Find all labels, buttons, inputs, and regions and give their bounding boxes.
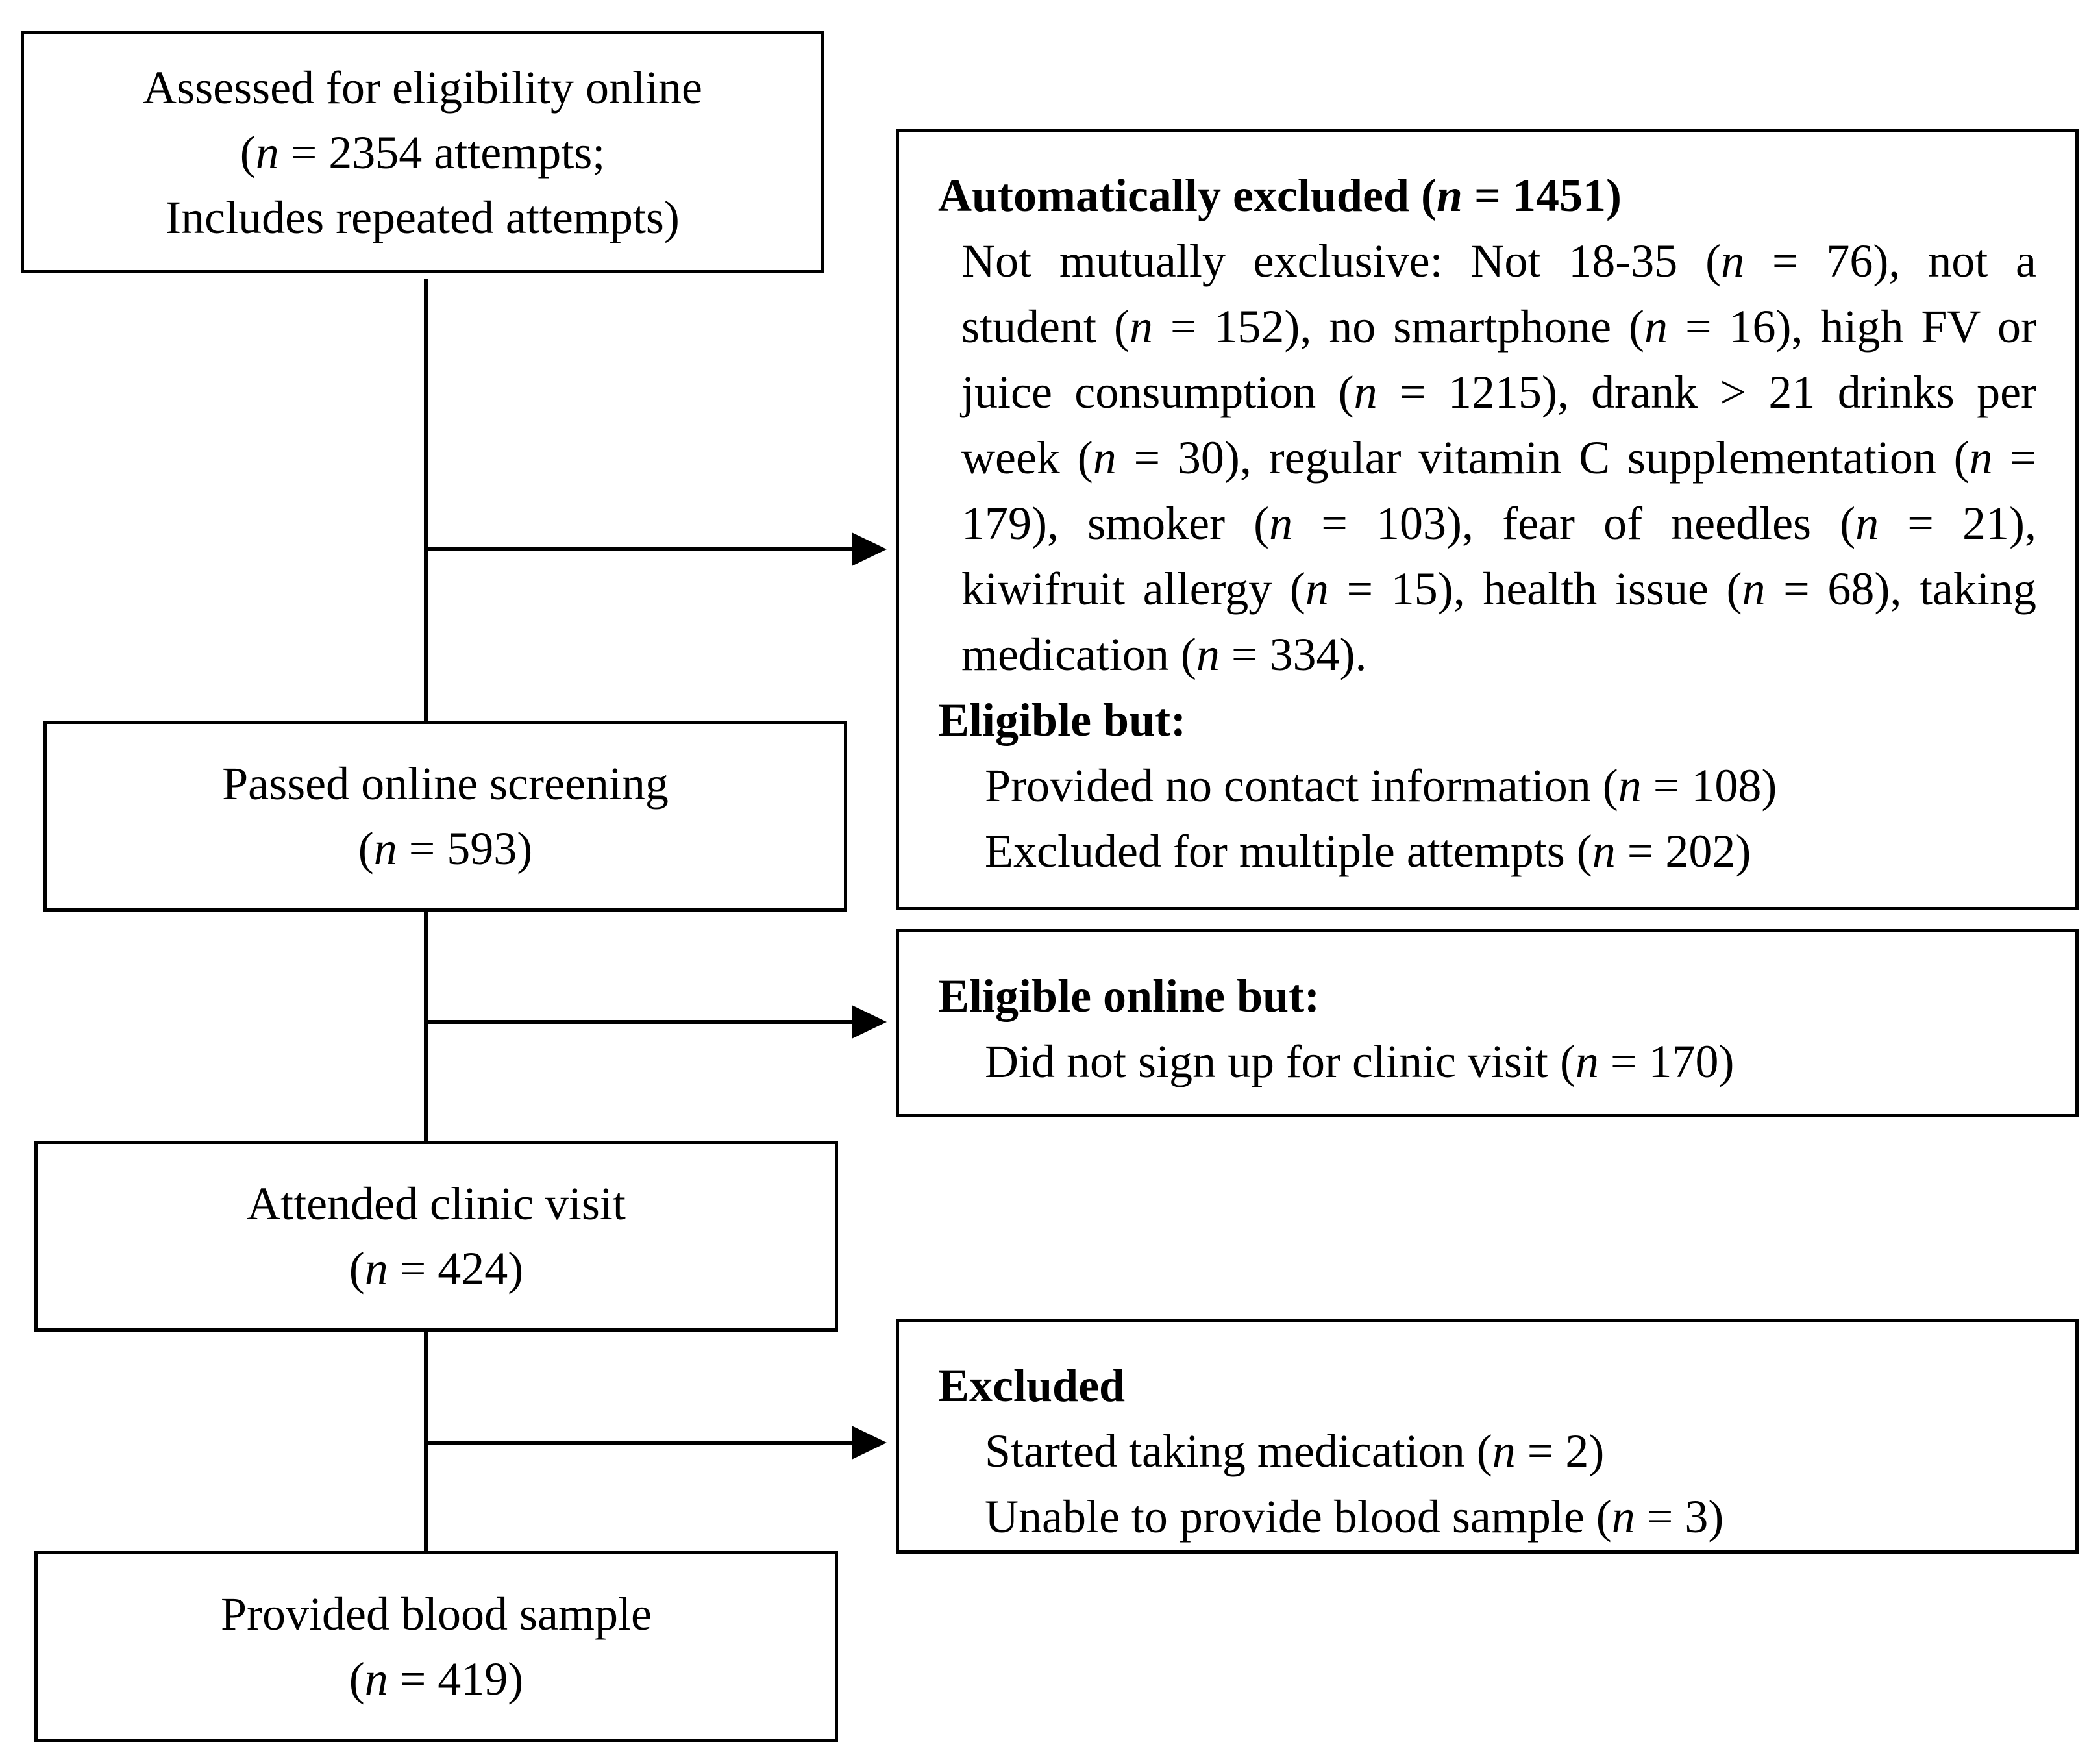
no-contact-item: Provided no contact information (n = 108… <box>985 760 1777 812</box>
provided-line2: (n = 419) <box>349 1653 524 1705</box>
passed-line1: Passed online screening <box>222 758 669 810</box>
passed-screening-box: Passed online screening (n = 593) <box>43 721 847 912</box>
attended-line2: (n = 424) <box>349 1243 524 1295</box>
excluded-box: Excluded Started taking medication (n = … <box>896 1319 2079 1554</box>
multiple-attempts-item: Excluded for multiple attempts (n = 202) <box>985 825 1751 877</box>
auto-excluded-details: Not mutually exclusive: Not 18-35 (n = 7… <box>961 235 2037 680</box>
arrowhead-eligible-online <box>852 1005 887 1039</box>
unable-blood-sample-item: Unable to provide blood sample (n = 3) <box>985 1491 1724 1543</box>
provided-sample-box: Provided blood sample (n = 419) <box>34 1551 838 1742</box>
assessed-line2: (n = 2354 attempts; <box>240 126 606 179</box>
excluded-heading: Excluded <box>938 1360 1126 1411</box>
assessed-box: Assessed for eligibility online (n = 235… <box>21 31 824 273</box>
provided-line1: Provided blood sample <box>221 1588 652 1640</box>
auto-excluded-heading: Automatically excluded (n = 1451) <box>938 169 1622 221</box>
passed-line2: (n = 593) <box>358 823 533 875</box>
started-medication-item: Started taking medication (n = 2) <box>985 1425 1605 1477</box>
eligible-online-heading: Eligible online but: <box>938 970 1320 1022</box>
attended-line1: Attended clinic visit <box>247 1178 626 1230</box>
arrowhead-excluded <box>852 1426 887 1460</box>
eligible-but-heading: Eligible but: <box>938 694 1187 746</box>
attended-clinic-box: Attended clinic visit (n = 424) <box>34 1141 838 1332</box>
did-not-sign-up-item: Did not sign up for clinic visit (n = 17… <box>985 1036 1735 1087</box>
eligible-online-box: Eligible online but: Did not sign up for… <box>896 929 2079 1117</box>
assessed-line3: Includes repeated attempts) <box>166 191 680 243</box>
arrowhead-auto-excluded <box>852 532 887 566</box>
assessed-line1: Assessed for eligibility online <box>143 61 702 114</box>
auto-excluded-box: Automatically excluded (n = 1451) Not mu… <box>896 129 2079 910</box>
